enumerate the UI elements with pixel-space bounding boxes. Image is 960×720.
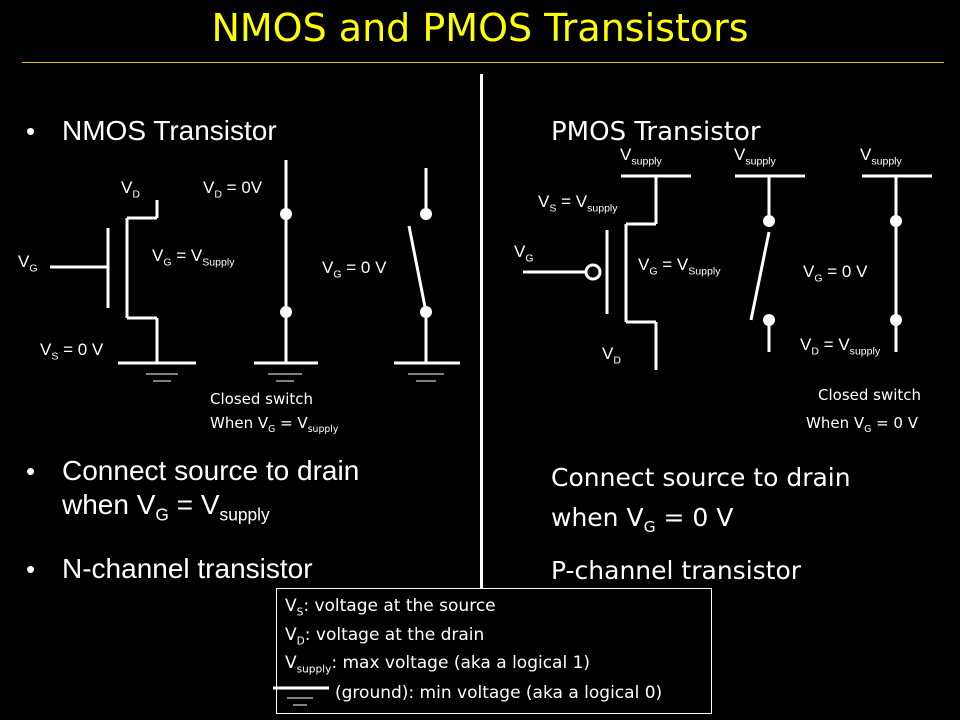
pmos-open-switch-contact-top <box>763 215 775 227</box>
nmos-vg-label: VG <box>18 252 38 275</box>
legend-vd: VD: voltage at the drain <box>285 625 485 648</box>
slide-title: NMOS and PMOS Transistors <box>211 6 749 50</box>
legend-box: VS: voltage at the source VD: voltage at… <box>273 588 712 714</box>
pmos-vsupply-label-3: Vsupply <box>860 145 902 168</box>
pmos-channel-text: P-channel transistor <box>551 556 802 585</box>
legend-ground-icon <box>273 686 329 706</box>
nmos-vg-zero-equation: VG = 0 V <box>322 258 387 281</box>
nmos-heading: NMOS Transistor <box>26 114 277 148</box>
pmos-closed-switch-contact-bottom <box>890 314 902 326</box>
pmos-vd-equation: VD = Vsupply <box>800 335 881 358</box>
nmos-open-switch <box>407 168 428 362</box>
pmos-gate-bubble <box>584 263 602 281</box>
title-underline <box>22 62 944 63</box>
pmos-closed-switch-caption-1: Closed switch <box>818 386 922 404</box>
pmos-open-switch-contact-bottom <box>763 314 775 326</box>
pmos-vg-label: VG <box>514 242 534 265</box>
nmos-vs-equation: VS = 0 V <box>40 340 104 363</box>
pmos-closed-switch-contact-top <box>890 215 902 227</box>
nmos-closed-switch-caption-1: Closed switch <box>210 390 314 408</box>
nmos-closed-switch-contact-top <box>280 208 292 220</box>
pmos-vsupply-label-1: Vsupply <box>620 145 662 168</box>
pmos-heading: PMOS Transistor <box>551 117 761 147</box>
nmos-open-switch-contact-top <box>420 208 432 220</box>
nmos-ground-3 <box>394 361 460 382</box>
nmos-vd-label: VD <box>121 178 140 201</box>
nmos-vg-supply-equation: VG = VSupply <box>152 246 235 269</box>
legend-ground: (ground): min voltage (aka a logical 0) <box>335 683 663 703</box>
nmos-bullet-channel: N-channel transistor <box>26 552 312 586</box>
nmos-closed-switch-contact-bottom <box>280 306 292 318</box>
pmos-transistor-symbol <box>523 174 691 370</box>
nmos-vd-equation: VD = 0V <box>203 178 263 201</box>
center-divider <box>480 74 483 589</box>
nmos-transistor-symbol <box>50 200 159 362</box>
nmos-closed-switch-caption-2: When VG = Vsupply <box>210 414 339 435</box>
nmos-ground-1 <box>118 361 196 382</box>
pmos-vg-supply-equation: VG = VSupply <box>638 255 721 278</box>
pmos-vs-equation: VS = Vsupply <box>538 192 618 215</box>
legend-vs: VS: voltage at the source <box>285 596 496 619</box>
pmos-vg-zero-equation: VG = 0 V <box>803 262 868 285</box>
pmos-vsupply-label-2: Vsupply <box>734 145 776 168</box>
pmos-vd-label: VD <box>602 344 621 367</box>
pmos-closed-switch-caption-2: When VG = 0 V <box>806 414 919 435</box>
legend-vsupply: Vsupply: max voltage (aka a logical 1) <box>285 653 591 676</box>
nmos-open-switch-contact-bottom <box>420 306 432 318</box>
nmos-ground-2 <box>254 361 318 382</box>
